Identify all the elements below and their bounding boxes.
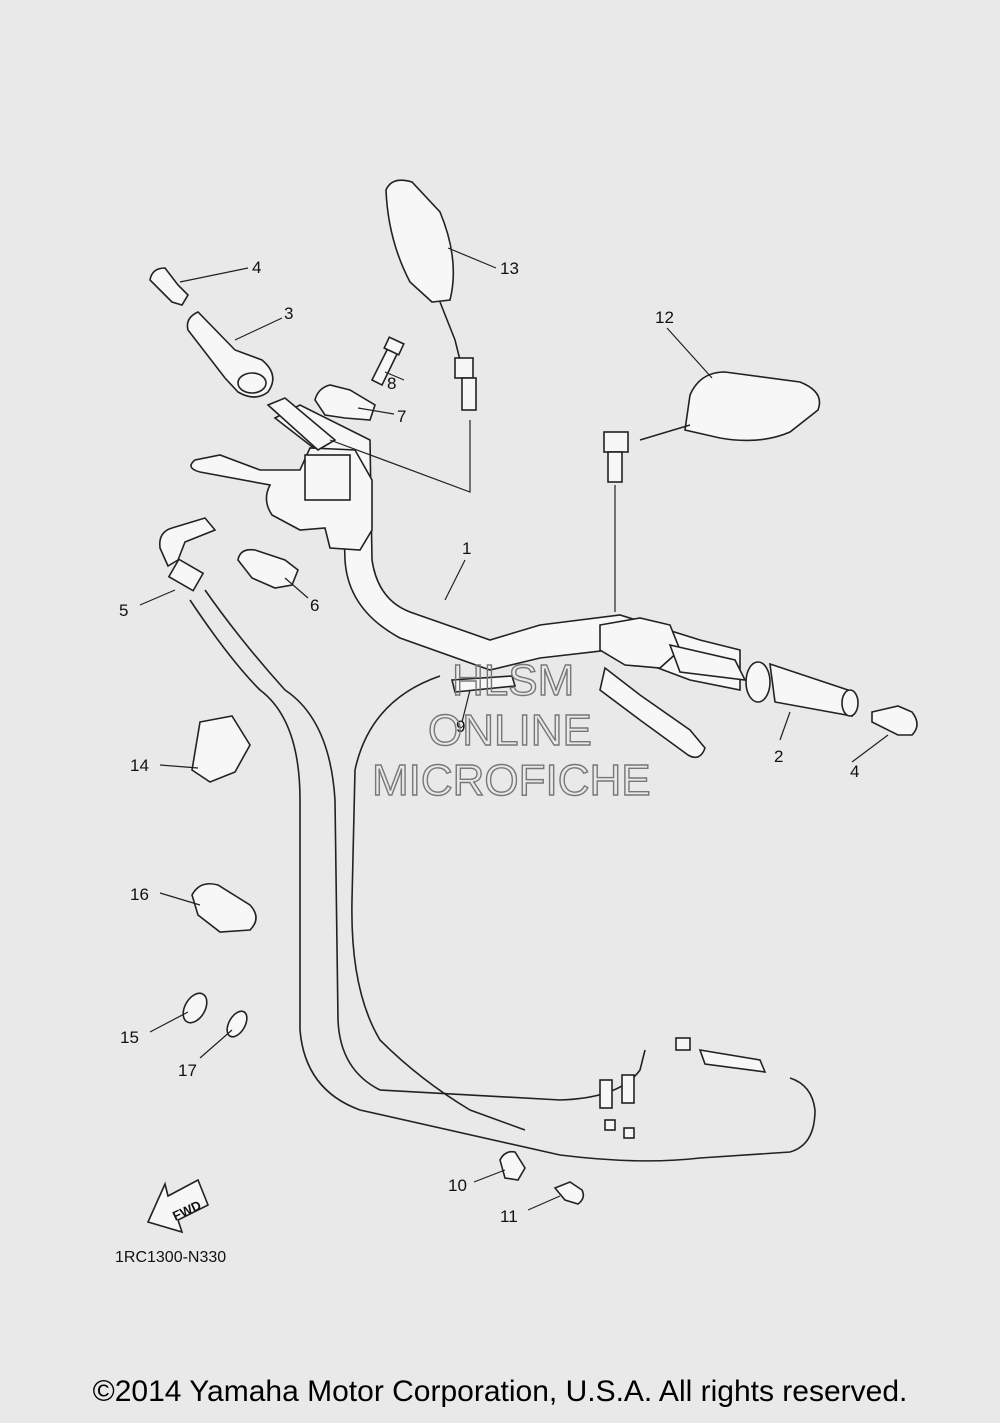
right-lever-assembly [599, 617, 706, 759]
callout-11: 11 [500, 1207, 518, 1226]
lever-holder [237, 548, 299, 589]
watermark-line-3: MICROFICHE [372, 756, 651, 805]
left-lever-assembly [190, 447, 373, 551]
callout-13: 13 [500, 259, 519, 278]
screw-11 [553, 1181, 585, 1205]
callout-15: 15 [120, 1028, 139, 1047]
leader-lines [139, 247, 889, 1211]
right-mirror [603, 371, 821, 483]
callout-14: 14 [130, 756, 149, 775]
callout-8: 8 [387, 374, 396, 393]
clamp-10 [499, 1150, 526, 1181]
left-mirror [385, 179, 477, 411]
watermark-line-1: HLSM [452, 656, 574, 705]
watermark: HLSM ONLINE MICROFICHE [371, 655, 651, 805]
callout-4-right: 4 [850, 762, 859, 781]
callout-7: 7 [397, 407, 406, 426]
holder-clamp [314, 384, 376, 421]
clutch-cable [351, 675, 526, 1131]
fwd-arrow: FWD [146, 1178, 210, 1234]
cable-guide [450, 675, 517, 693]
callout-3: 3 [284, 304, 293, 323]
left-bar-end [149, 267, 190, 306]
callout-10: 10 [448, 1176, 467, 1195]
band-15 [182, 992, 208, 1024]
throttle-cable-outer [189, 599, 816, 1162]
band-17 [226, 1010, 248, 1038]
callout-labels: 1 2 3 4 4 5 6 7 8 9 10 11 12 13 14 15 16… [119, 258, 859, 1226]
clamp-bolt [370, 336, 405, 387]
cable-ends [599, 1037, 767, 1139]
callout-6: 6 [310, 596, 319, 615]
callout-16: 16 [130, 885, 149, 904]
callout-9: 9 [456, 717, 465, 736]
callout-17: 17 [178, 1061, 197, 1080]
throttle-cable-inner [204, 589, 646, 1101]
diagram-ref-code: 1RC1300-N330 [115, 1249, 226, 1266]
handlebar [273, 404, 741, 691]
copyright-notice: ©2014 Yamaha Motor Corporation, U.S.A. A… [92, 1375, 908, 1408]
right-grip [668, 643, 859, 717]
watermark-line-2: ONLINE [428, 706, 592, 755]
callout-1: 1 [462, 539, 471, 558]
callout-5: 5 [119, 601, 128, 620]
left-grip [186, 311, 274, 398]
callout-4-left: 4 [252, 258, 261, 277]
callout-2: 2 [774, 747, 783, 766]
right-bar-end [871, 705, 918, 736]
cable-fitting [158, 517, 217, 592]
cable-holder-14 [191, 715, 251, 783]
callout-12: 12 [655, 308, 674, 327]
cable-holder-16 [191, 882, 257, 933]
left-bar-tube [266, 397, 337, 451]
